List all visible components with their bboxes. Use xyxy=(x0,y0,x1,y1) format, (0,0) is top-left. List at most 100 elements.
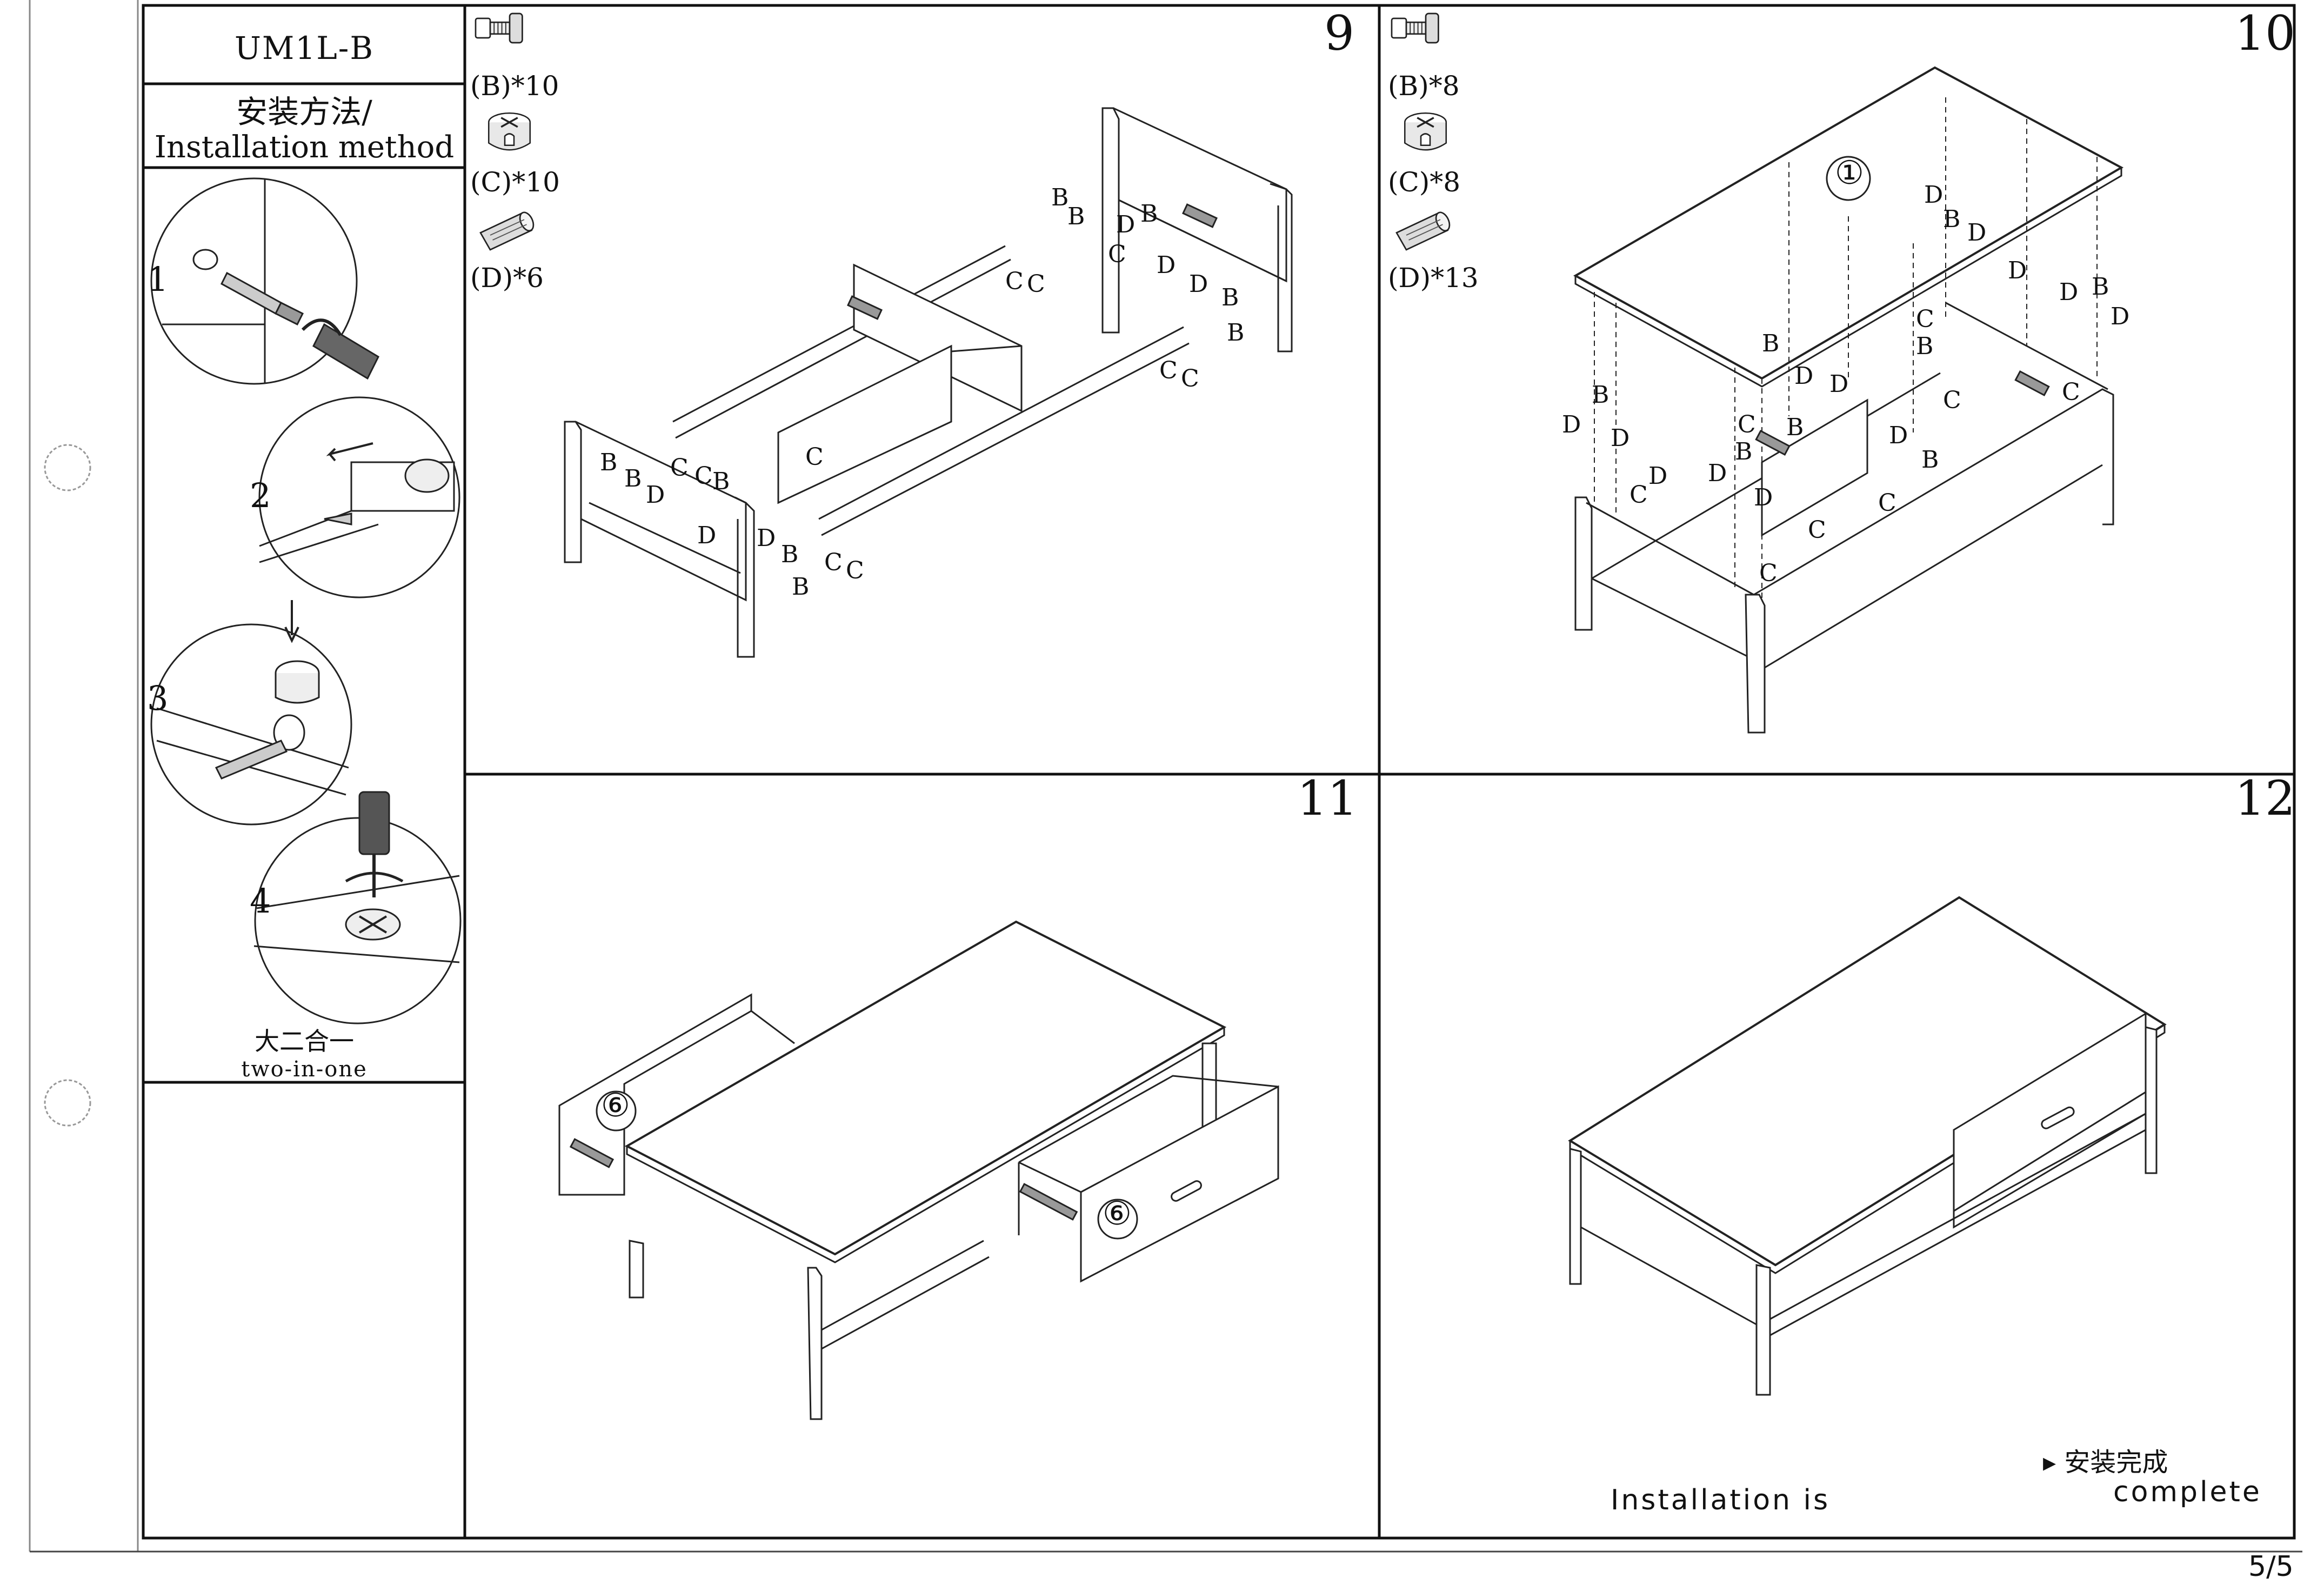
step-number-10: 10 xyxy=(2235,5,2295,61)
completion-text-cn: ▸ 安装完成 xyxy=(2043,1447,2168,1477)
part-label: D xyxy=(1794,362,1814,390)
part-label: B xyxy=(712,468,730,495)
step-number-9: 9 xyxy=(1324,5,1354,61)
part-label: C xyxy=(1108,241,1126,268)
part-label: B xyxy=(1592,381,1610,409)
part-label: C xyxy=(1738,411,1756,438)
part-label: C xyxy=(670,454,689,482)
part-marker-ring xyxy=(1097,1199,1138,1240)
completion-text-en-2: complete xyxy=(2113,1476,2262,1508)
legend-c: (C)*8 xyxy=(1388,167,1461,198)
part-label: C xyxy=(824,549,843,576)
part-label: B xyxy=(1921,446,1939,474)
part-label: D xyxy=(2111,303,2130,330)
method-sketch-4 xyxy=(253,791,462,1024)
step-number-12: 12 xyxy=(2235,770,2295,826)
step-number-11: 11 xyxy=(1297,770,1358,826)
two-in-one-label-cn: 大二合一 xyxy=(255,1027,354,1056)
part-label: D xyxy=(1189,270,1208,298)
part-label: B xyxy=(1943,205,1961,233)
panel-12-drawing xyxy=(1568,896,2167,1396)
method-sketch-3 xyxy=(150,600,352,826)
part-marker-ring xyxy=(596,1090,637,1132)
panel-10-drawing xyxy=(1573,66,2124,734)
part-label: B xyxy=(1227,319,1245,347)
part-label: D xyxy=(697,522,717,549)
part-label: B xyxy=(781,541,799,568)
binder-margin xyxy=(29,0,2302,1553)
part-label: B xyxy=(624,465,642,492)
part-label: C xyxy=(1181,365,1199,392)
part-marker-drawer: ⑥ xyxy=(1103,1195,1132,1233)
binder-hole-top xyxy=(44,444,91,491)
cam-lock-icon xyxy=(487,112,531,151)
legend-d: (D)*6 xyxy=(470,262,544,294)
part-label: D xyxy=(2008,257,2027,284)
part-marker-top: ① xyxy=(1835,154,1864,192)
part-label: C xyxy=(1159,357,1178,384)
method-sketch-2 xyxy=(258,396,460,598)
part-label: D xyxy=(1611,424,1630,452)
part-label: D xyxy=(1562,411,1581,438)
cam-lock-icon xyxy=(1404,112,1447,151)
part-label: D xyxy=(1924,181,1944,209)
part-label: B xyxy=(1916,332,1934,360)
wood-dowel-icon xyxy=(479,209,537,251)
wood-dowel-icon xyxy=(1395,209,1453,251)
part-label: D xyxy=(646,481,665,509)
method-sketch-1 xyxy=(150,177,379,385)
panel-11-drawing xyxy=(558,920,1279,1420)
title-chinese: 安装方法/ xyxy=(236,94,372,130)
page-number: 5/5 xyxy=(2248,1550,2294,1583)
title-english: Installation method xyxy=(154,130,455,165)
part-label: B xyxy=(2092,273,2109,301)
legend-b: (B)*8 xyxy=(1388,70,1460,102)
panel-9-drawing xyxy=(564,107,1293,658)
legend-d: (D)*13 xyxy=(1388,262,1479,294)
completion-text-en-1: Installation is xyxy=(1611,1484,1831,1516)
part-label: B xyxy=(1762,330,1780,357)
method-step-number: 4 xyxy=(250,881,271,921)
method-step-number: 3 xyxy=(147,678,169,718)
model-number: UM1L-B xyxy=(235,30,374,66)
part-marker-ring xyxy=(1826,156,1871,201)
part-label: D xyxy=(1157,251,1176,279)
part-label: C xyxy=(1916,305,1934,333)
part-label: C xyxy=(1808,516,1826,544)
page-frame xyxy=(142,4,2296,1540)
part-label: B xyxy=(1140,200,1158,228)
part-label: D xyxy=(1829,370,1849,398)
part-label: C xyxy=(1943,387,1961,414)
part-label: D xyxy=(1708,460,1727,487)
part-label: D xyxy=(757,524,776,552)
part-label: C xyxy=(1759,560,1778,587)
part-label: B xyxy=(1051,184,1069,211)
cam-bolt-icon xyxy=(475,12,523,44)
part-label: B xyxy=(1221,284,1239,311)
method-step-number: 2 xyxy=(250,476,271,515)
legend-b: (B)*10 xyxy=(470,70,559,102)
part-label: C xyxy=(1878,489,1896,517)
part-marker-drawer: ⑥ xyxy=(601,1087,630,1124)
part-label: D xyxy=(1754,484,1773,511)
part-label: C xyxy=(1027,270,1045,298)
part-label: C xyxy=(694,462,713,490)
part-label: C xyxy=(1005,268,1024,295)
part-label: C xyxy=(1630,481,1648,509)
cam-bolt-icon xyxy=(1391,12,1439,44)
part-label: B xyxy=(600,449,618,476)
part-label: B xyxy=(1786,414,1804,441)
part-label: D xyxy=(1967,219,1987,247)
part-label: B xyxy=(1067,203,1085,230)
part-label: D xyxy=(2059,278,2079,306)
binder-hole-bottom xyxy=(44,1079,91,1127)
part-label: C xyxy=(846,557,864,584)
part-label: B xyxy=(792,573,810,601)
part-label: D xyxy=(1889,422,1908,449)
part-label: D xyxy=(1648,462,1668,490)
part-label: C xyxy=(805,443,824,471)
method-step-number: 1 xyxy=(147,259,169,299)
part-label: B xyxy=(1735,438,1753,465)
part-label: D xyxy=(1116,211,1136,238)
